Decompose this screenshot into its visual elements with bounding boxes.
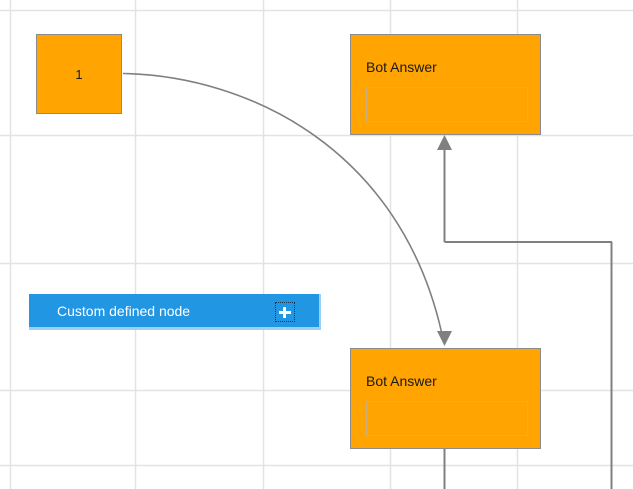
palette-custom-defined-node[interactable]: Custom defined node xyxy=(29,294,321,330)
node-1[interactable]: 1 xyxy=(36,34,122,114)
palette-custom-defined-node-label: Custom defined node xyxy=(57,302,191,319)
node-bot-answer-top-slot[interactable] xyxy=(366,87,528,122)
arrowhead-down-icon xyxy=(437,331,452,346)
node-1-label: 1 xyxy=(75,66,83,82)
plus-icon[interactable] xyxy=(275,302,295,322)
plus-icon-vertical-bar xyxy=(283,307,286,318)
node-bot-answer-bottom-title: Bot Answer xyxy=(366,373,437,389)
node-bot-answer-top-title: Bot Answer xyxy=(366,59,437,75)
node-bot-answer-bottom[interactable]: Bot Answer xyxy=(350,348,541,449)
node-bot-answer-bottom-slot[interactable] xyxy=(366,401,528,436)
node-bot-answer-top[interactable]: Bot Answer xyxy=(350,34,541,135)
arrowhead-up-icon xyxy=(437,135,452,150)
